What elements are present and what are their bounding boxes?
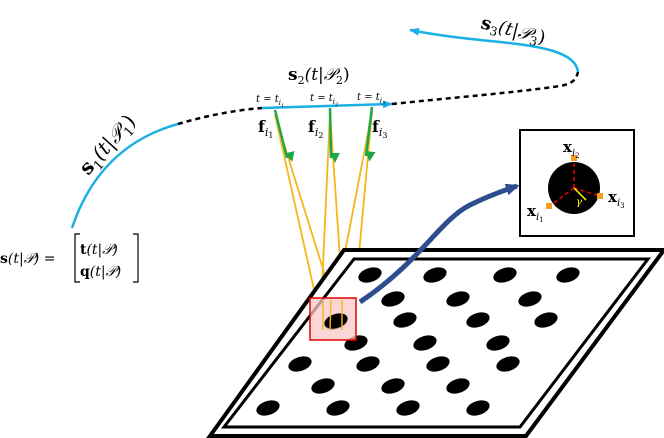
label-s1: s1(t|𝒫1) xyxy=(74,109,143,182)
board-dot xyxy=(413,335,437,351)
label-s2: s2(t|𝒫2) xyxy=(288,65,350,87)
board-dots xyxy=(256,267,580,416)
label-gamma: γ xyxy=(576,197,582,208)
equation-bracket-right xyxy=(133,233,139,283)
board-dot xyxy=(534,312,558,328)
trajectory-gap-1 xyxy=(177,106,263,126)
trajectory-gap-2 xyxy=(391,71,580,106)
board-dot xyxy=(256,400,280,416)
equation-row-q: q(t|𝒫) xyxy=(80,264,121,280)
equation-row-t: t(t|𝒫) xyxy=(80,242,118,258)
board-dot xyxy=(446,291,470,307)
equation-lhs: s(t|𝒫) = xyxy=(0,251,55,267)
label-f3: fi3 xyxy=(372,117,388,140)
trajectory-segment-s3 xyxy=(409,27,580,73)
inset-axis-x1 xyxy=(549,187,575,207)
board-dot xyxy=(396,400,420,416)
pose-equation: s(t|𝒫) = t(t|𝒫) q(t|𝒫) xyxy=(0,233,139,283)
board-dot xyxy=(311,378,335,394)
label-f2: fi2 xyxy=(308,117,324,140)
board-dot xyxy=(518,291,542,307)
board-dot xyxy=(423,267,447,283)
board-dot xyxy=(358,267,382,283)
calibration-board xyxy=(206,248,664,438)
board-dot xyxy=(486,335,510,351)
keypoint-x3 xyxy=(597,193,603,199)
board-dot xyxy=(446,378,470,394)
board-dot xyxy=(426,356,450,372)
board-dot xyxy=(393,312,417,328)
label-x1: xi1 xyxy=(527,202,544,224)
board-dot xyxy=(556,267,580,283)
label-x3: xi3 xyxy=(608,188,625,210)
inset-axis-x3 xyxy=(573,187,601,197)
label-t3: t = ti3 xyxy=(357,92,385,107)
observation-arrows xyxy=(273,106,376,163)
trajectory-segment-s1 xyxy=(70,122,179,229)
observation-arrow-f1 xyxy=(273,109,295,162)
label-x2: xi2 xyxy=(563,138,580,160)
keypoint-x1 xyxy=(546,203,552,209)
ray-end-overlay xyxy=(329,299,332,331)
board-dot xyxy=(326,400,350,416)
board-dot xyxy=(493,267,517,283)
gamma-radius xyxy=(573,187,587,201)
trajectory-segment-s2 xyxy=(261,100,393,110)
board-dot xyxy=(288,356,312,372)
observation-arrow-f2 xyxy=(328,107,340,163)
label-f1: fi1 xyxy=(258,117,274,140)
observation-arrow-f3 xyxy=(364,106,376,162)
label-t1: t = ti1 xyxy=(256,94,284,109)
trajectory xyxy=(70,27,580,229)
zoom-arrow xyxy=(358,183,520,305)
keypoint-x2 xyxy=(571,155,577,161)
board-dot xyxy=(381,291,405,307)
board-dot xyxy=(466,400,490,416)
board-dot xyxy=(496,356,520,372)
board-dot xyxy=(381,378,405,394)
equation-bracket-left xyxy=(74,233,80,283)
board-dot xyxy=(356,356,380,372)
zoom-inset: γ xi2 xi1 xi3 xyxy=(519,129,635,237)
label-s3: s3(t|𝒫3) xyxy=(478,12,547,50)
board-dot xyxy=(466,312,490,328)
label-t2: t = ti2 xyxy=(310,93,338,108)
